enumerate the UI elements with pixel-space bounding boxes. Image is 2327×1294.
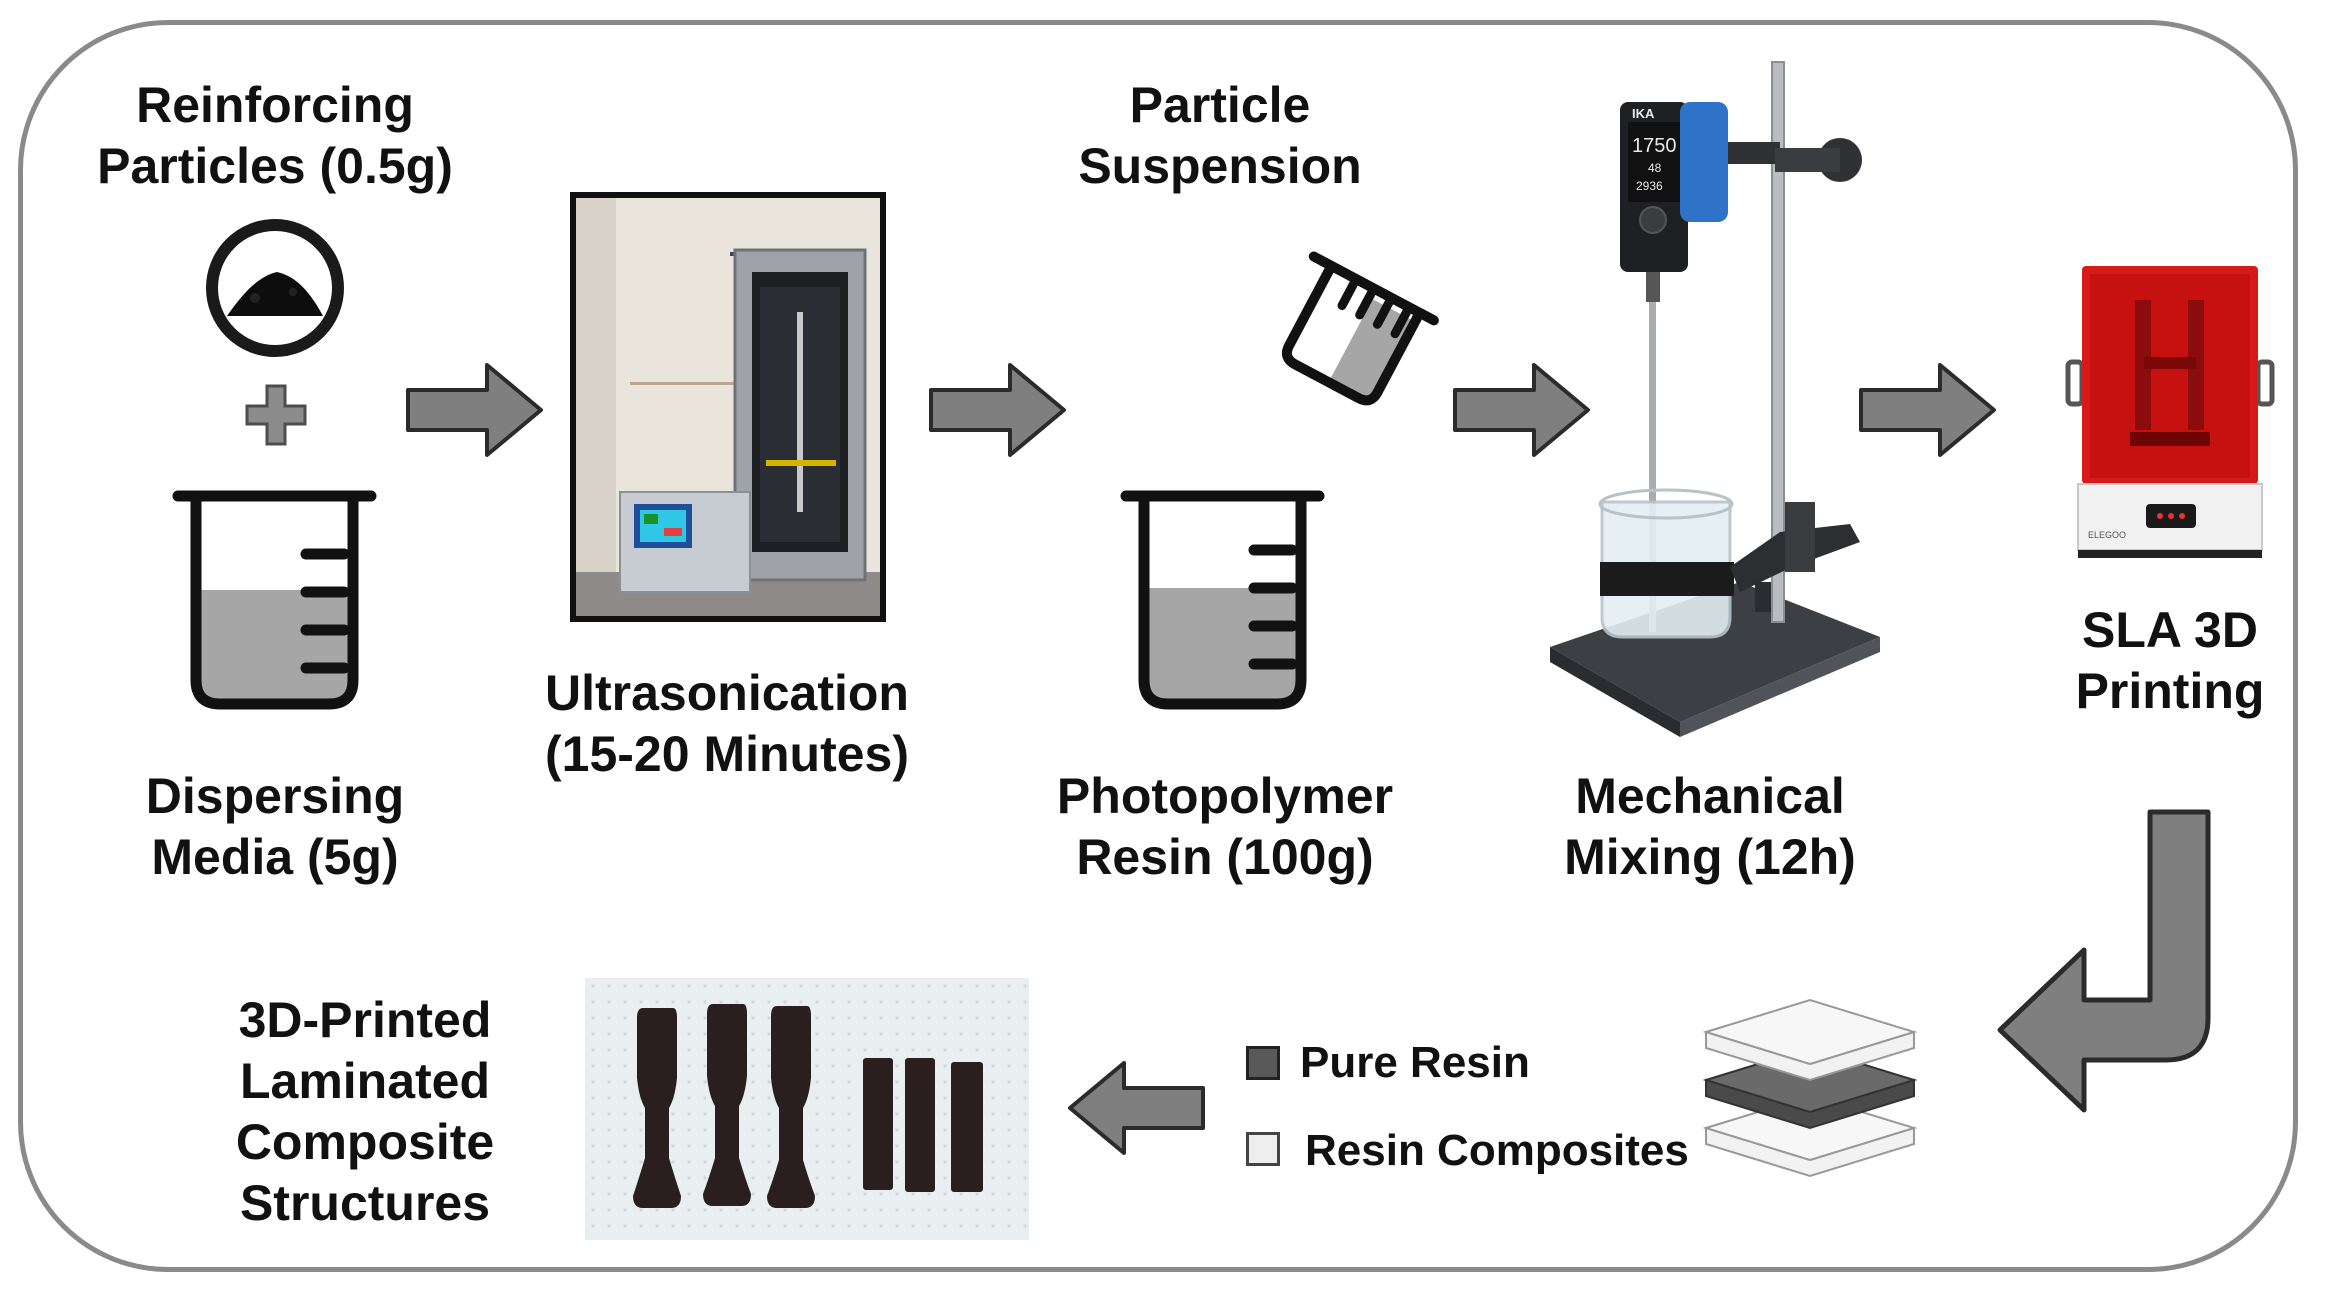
label-printed-structures: 3D-Printed Laminated Composite Structure… — [235, 992, 495, 1231]
label-ultrasonication: Ultrasonication (15-20 Minutes) — [545, 665, 909, 782]
arrow-right-icon — [1859, 363, 1996, 457]
label-photopolymer-resin: Photopolymer Resin (100g) — [1056, 768, 1394, 885]
label-mechanical-mixing: Mechanical Mixing (12h) — [1564, 768, 1856, 885]
pouring-beaker-icon — [1281, 251, 1439, 406]
arrow-left-icon — [1068, 1061, 1205, 1155]
printed-specimens-photo — [585, 978, 1029, 1240]
legend-label-resin-composites: Resin Composites — [1305, 1126, 1689, 1175]
sla-printer-photo: ELEGOO — [2065, 266, 2275, 558]
label-reinforcing-particles: Reinforcing Particles (0.5g) — [97, 77, 453, 194]
photopolymer-resin-beaker-icon — [1120, 490, 1325, 710]
dispersing-media-beaker-icon — [172, 490, 377, 710]
legend-swatch-resin-composites — [1246, 1132, 1280, 1166]
stirrer-display-speed: 1750 — [1632, 135, 1677, 157]
label-sla-printing: SLA 3D Printing — [2075, 602, 2265, 719]
legend-swatch-pure-resin — [1246, 1046, 1280, 1080]
arrow-right-icon — [929, 363, 1066, 457]
plus-icon — [245, 384, 307, 446]
stirrer-display-torque: 2936 — [1636, 179, 1663, 193]
ultrasonicator-photo — [570, 192, 886, 622]
particle-powder-icon — [206, 219, 344, 357]
arrow-right-icon — [406, 363, 543, 457]
laminate-layers-icon — [1702, 998, 1918, 1178]
stirrer-display-temp: 48 — [1648, 161, 1662, 175]
diagram-frame — [18, 20, 2298, 1272]
label-dispersing-media: Dispersing Media (5g) — [145, 768, 405, 885]
legend-label-pure-resin: Pure Resin — [1300, 1038, 1530, 1087]
mechanical-stirrer-photo: IKA 1750 48 2936 — [1550, 61, 1880, 737]
arrow-down-left-icon — [1997, 809, 2211, 1113]
printer-brand: ELEGOO — [2088, 530, 2126, 540]
arrow-right-icon — [1453, 363, 1590, 457]
stirrer-brand: IKA — [1632, 106, 1655, 121]
label-particle-suspension: Particle Suspension — [1078, 77, 1362, 194]
